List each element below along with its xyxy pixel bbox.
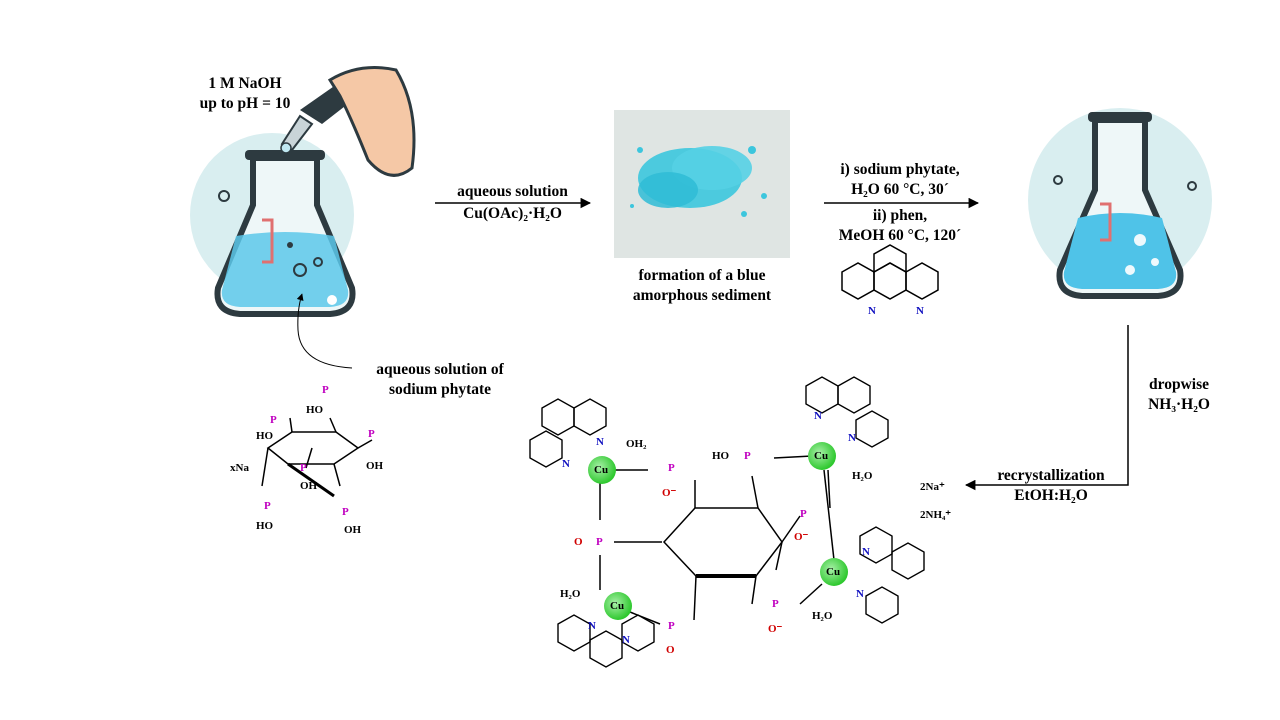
phytate-xna: xNa (230, 462, 249, 474)
complex-o-1: O (574, 536, 583, 548)
cu-atom-2 (808, 442, 836, 470)
phen-structure (841, 244, 939, 300)
cu-label-4: Cu (826, 566, 841, 578)
complex-h2o-4: H₂O (812, 610, 833, 622)
phytate-pointer (296, 293, 353, 369)
complex-ominus-3: O⁻ (768, 623, 783, 635)
phytate-p-4: P (300, 462, 307, 474)
complex-p-3: P (596, 536, 603, 548)
flask-left (190, 66, 416, 317)
complex-phen-ligands (529, 376, 925, 668)
phytate-structure (261, 417, 373, 498)
phytate-p-1: P (322, 384, 329, 396)
complex-p-1: P (668, 462, 675, 474)
cu-atom-1 (588, 456, 616, 484)
phytate-p-2: P (368, 428, 375, 440)
complex-h2o-2: H₂O (852, 470, 873, 482)
cu-atom-3 (604, 592, 632, 620)
complex-core (599, 455, 835, 625)
byproduct-nh4: 2NH₄⁺ (920, 509, 952, 521)
phytate-oh-1: HO (306, 404, 324, 416)
complex-n-5: N (862, 546, 870, 558)
phen-n-2: N (916, 305, 924, 317)
byproduct-na: 2Na⁺ (920, 481, 945, 493)
phytate-ho-1: HO (256, 430, 274, 442)
complex-p-4: P (800, 508, 807, 520)
complex-oh2-1: OH₂ (626, 438, 647, 450)
complex-ominus-2: O⁻ (794, 531, 809, 543)
copper-centres (588, 442, 848, 620)
complex-n-2: N (562, 458, 570, 470)
arrow2-top-label: i) sodium phytate,H₂O 60 °C, 30´ (840, 161, 960, 198)
cu-atom-4 (820, 558, 848, 586)
phytate-oh-3: OH (344, 524, 362, 536)
arrow1-top-label: aqueous solution (457, 183, 568, 200)
complex-n-6: N (856, 588, 864, 600)
cu-label-1: Cu (594, 464, 609, 476)
phytate-ho-2: HO (256, 520, 274, 532)
phytate-p-3: P (270, 414, 277, 426)
complex-ominus-1: O⁻ (662, 487, 677, 499)
phytate-p-5: P (264, 500, 271, 512)
phytate-p-6: P (342, 506, 349, 518)
complex-n-8: N (622, 634, 630, 646)
flask-right (1028, 108, 1212, 299)
sediment-photo (614, 110, 790, 258)
arrow1-bottom-label: Cu(OAc)₂·H₂O (463, 205, 562, 222)
complex-ho: HO (712, 450, 730, 462)
cu-label-3: Cu (610, 600, 625, 612)
complex-n-1: N (596, 436, 604, 448)
complex-p-6: P (668, 620, 675, 632)
complex-o-2: O (666, 644, 675, 656)
complex-p-5: P (772, 598, 779, 610)
complex-p-2: P (744, 450, 751, 462)
phen-n-1: N (868, 305, 876, 317)
phytate-oh-2: OH (366, 460, 384, 472)
arrow2-bottom-label: ii) phen,MeOH 60 °C, 120´ (838, 207, 962, 244)
arrow-3 (964, 325, 1129, 491)
complex-n-7: N (588, 620, 596, 632)
phytate-oh-4: OH (300, 480, 318, 492)
cu-label-2: Cu (814, 450, 829, 462)
complex-n-4: N (848, 432, 856, 444)
complex-h2o-3: H₂O (560, 588, 581, 600)
complex-n-3: N (814, 410, 822, 422)
